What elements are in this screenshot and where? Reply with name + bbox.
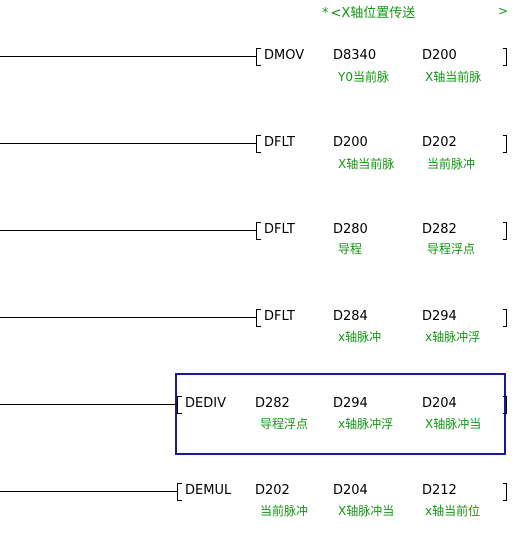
device-comment: X轴脉冲当 [338, 504, 395, 518]
instruction-open-bracket [177, 396, 182, 414]
device-comment: x轴脉冲浮 [425, 330, 481, 344]
instruction-open-bracket [256, 309, 261, 327]
device-comment: X轴当前脉 [425, 70, 482, 84]
header-star: * [322, 6, 329, 21]
rung-demul-d202[interactable]: DEMUL D202 D204 D212 当前脉冲 X轴脉冲当 x轴当前位 [0, 481, 515, 551]
rung-wire [0, 143, 256, 144]
operand-source-1[interactable]: D282 [255, 396, 290, 411]
rung-dflt-d284[interactable]: DFLT D284 D294 x轴脉冲 x轴脉冲浮 [0, 307, 515, 377]
instruction-name[interactable]: DFLT [264, 309, 295, 324]
selection-cursor [175, 373, 506, 455]
instruction-name[interactable]: DEDIV [185, 396, 226, 411]
instruction-name[interactable]: DMOV [264, 48, 305, 63]
device-comment: 导程浮点 [427, 242, 476, 256]
instruction-open-bracket [256, 135, 261, 153]
operand-destination[interactable]: D202 [422, 135, 457, 150]
device-comment: 当前脉冲 [427, 157, 476, 171]
instruction-close-bracket [503, 135, 507, 153]
operand-source[interactable]: D280 [333, 222, 368, 237]
header-end-marker: > [498, 4, 509, 18]
header-comment-text: <X轴位置传送 [330, 6, 416, 21]
rung-wire [0, 230, 256, 231]
instruction-open-bracket [256, 222, 261, 240]
operand-source[interactable]: D200 [333, 135, 368, 150]
instruction-name[interactable]: DEMUL [185, 483, 232, 498]
instruction-close-bracket [503, 222, 507, 240]
rung-dediv-d282[interactable]: DEDIV D282 D294 D204 导程浮点 x轴脉冲浮 X轴脉冲当 [0, 394, 515, 464]
rung-wire [0, 56, 256, 57]
rung-dmov-d8340[interactable]: DMOV D8340 D200 Y0当前脉 X轴当前脉 [0, 46, 515, 116]
instruction-name[interactable]: DFLT [264, 135, 295, 150]
rung-dflt-d280[interactable]: DFLT D280 D282 导程 导程浮点 [0, 220, 515, 290]
instruction-close-bracket [503, 483, 507, 501]
rung-header-comment: *<X轴位置传送 [322, 2, 415, 21]
instruction-open-bracket [256, 48, 261, 66]
device-comment: X轴当前脉 [338, 157, 395, 171]
operand-source-2[interactable]: D204 [333, 483, 368, 498]
operand-destination[interactable]: D204 [422, 396, 457, 411]
instruction-open-bracket [177, 483, 182, 501]
operand-source-1[interactable]: D202 [255, 483, 290, 498]
operand-destination[interactable]: D200 [422, 48, 457, 63]
operand-destination[interactable]: D294 [422, 309, 457, 324]
operand-source[interactable]: D284 [333, 309, 368, 324]
operand-source[interactable]: D8340 [333, 48, 377, 63]
rung-wire [0, 491, 177, 492]
device-comment: 导程 [338, 242, 363, 256]
device-comment: x轴脉冲 [338, 330, 382, 344]
device-comment: 导程浮点 [260, 417, 309, 431]
instruction-close-bracket [503, 48, 507, 66]
rung-wire [0, 404, 177, 405]
operand-source-2[interactable]: D294 [333, 396, 368, 411]
instruction-name[interactable]: DFLT [264, 222, 295, 237]
operand-destination[interactable]: D212 [422, 483, 457, 498]
rung-dflt-d200[interactable]: DFLT D200 D202 X轴当前脉 当前脉冲 [0, 133, 515, 203]
rung-wire [0, 317, 256, 318]
device-comment: 当前脉冲 [260, 504, 309, 518]
instruction-close-bracket [503, 396, 507, 414]
device-comment: x轴当前位 [425, 504, 481, 518]
device-comment: X轴脉冲当 [425, 417, 482, 431]
operand-destination[interactable]: D282 [422, 222, 457, 237]
device-comment: x轴脉冲浮 [338, 417, 394, 431]
instruction-close-bracket [503, 309, 507, 327]
device-comment: Y0当前脉 [338, 70, 389, 84]
